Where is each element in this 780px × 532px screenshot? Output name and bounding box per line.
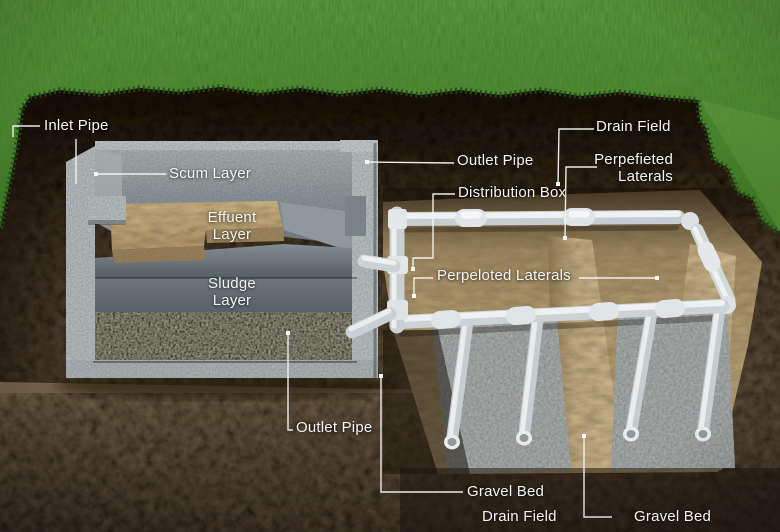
label-distribution-box: Distribution Box <box>458 184 567 201</box>
label-gravel-bed-right: Gravel Bed <box>634 508 712 525</box>
label-scum-layer: Scum Layer <box>169 165 252 182</box>
label-outlet-pipe-bottom: Outlet Pipe <box>296 419 373 436</box>
label-perforated-laterals-right: Perpefieted Laterals <box>594 151 673 186</box>
label-gravel-bed-left: Gravel Bed <box>467 483 545 500</box>
label-inlet-pipe: Inlet Pipe <box>44 117 109 134</box>
label-drain-field-top: Drain Field <box>596 118 671 135</box>
label-drain-field-bottom: Drain Field <box>482 508 557 525</box>
label-outlet-pipe-top: Outlet Pipe <box>457 152 534 169</box>
label-effluent-layer: Effuent Layer <box>207 209 257 244</box>
label-perforated-laterals-center: Perpeloted Laterals <box>437 267 571 284</box>
label-sludge-layer: Sludge Layer <box>208 275 256 310</box>
